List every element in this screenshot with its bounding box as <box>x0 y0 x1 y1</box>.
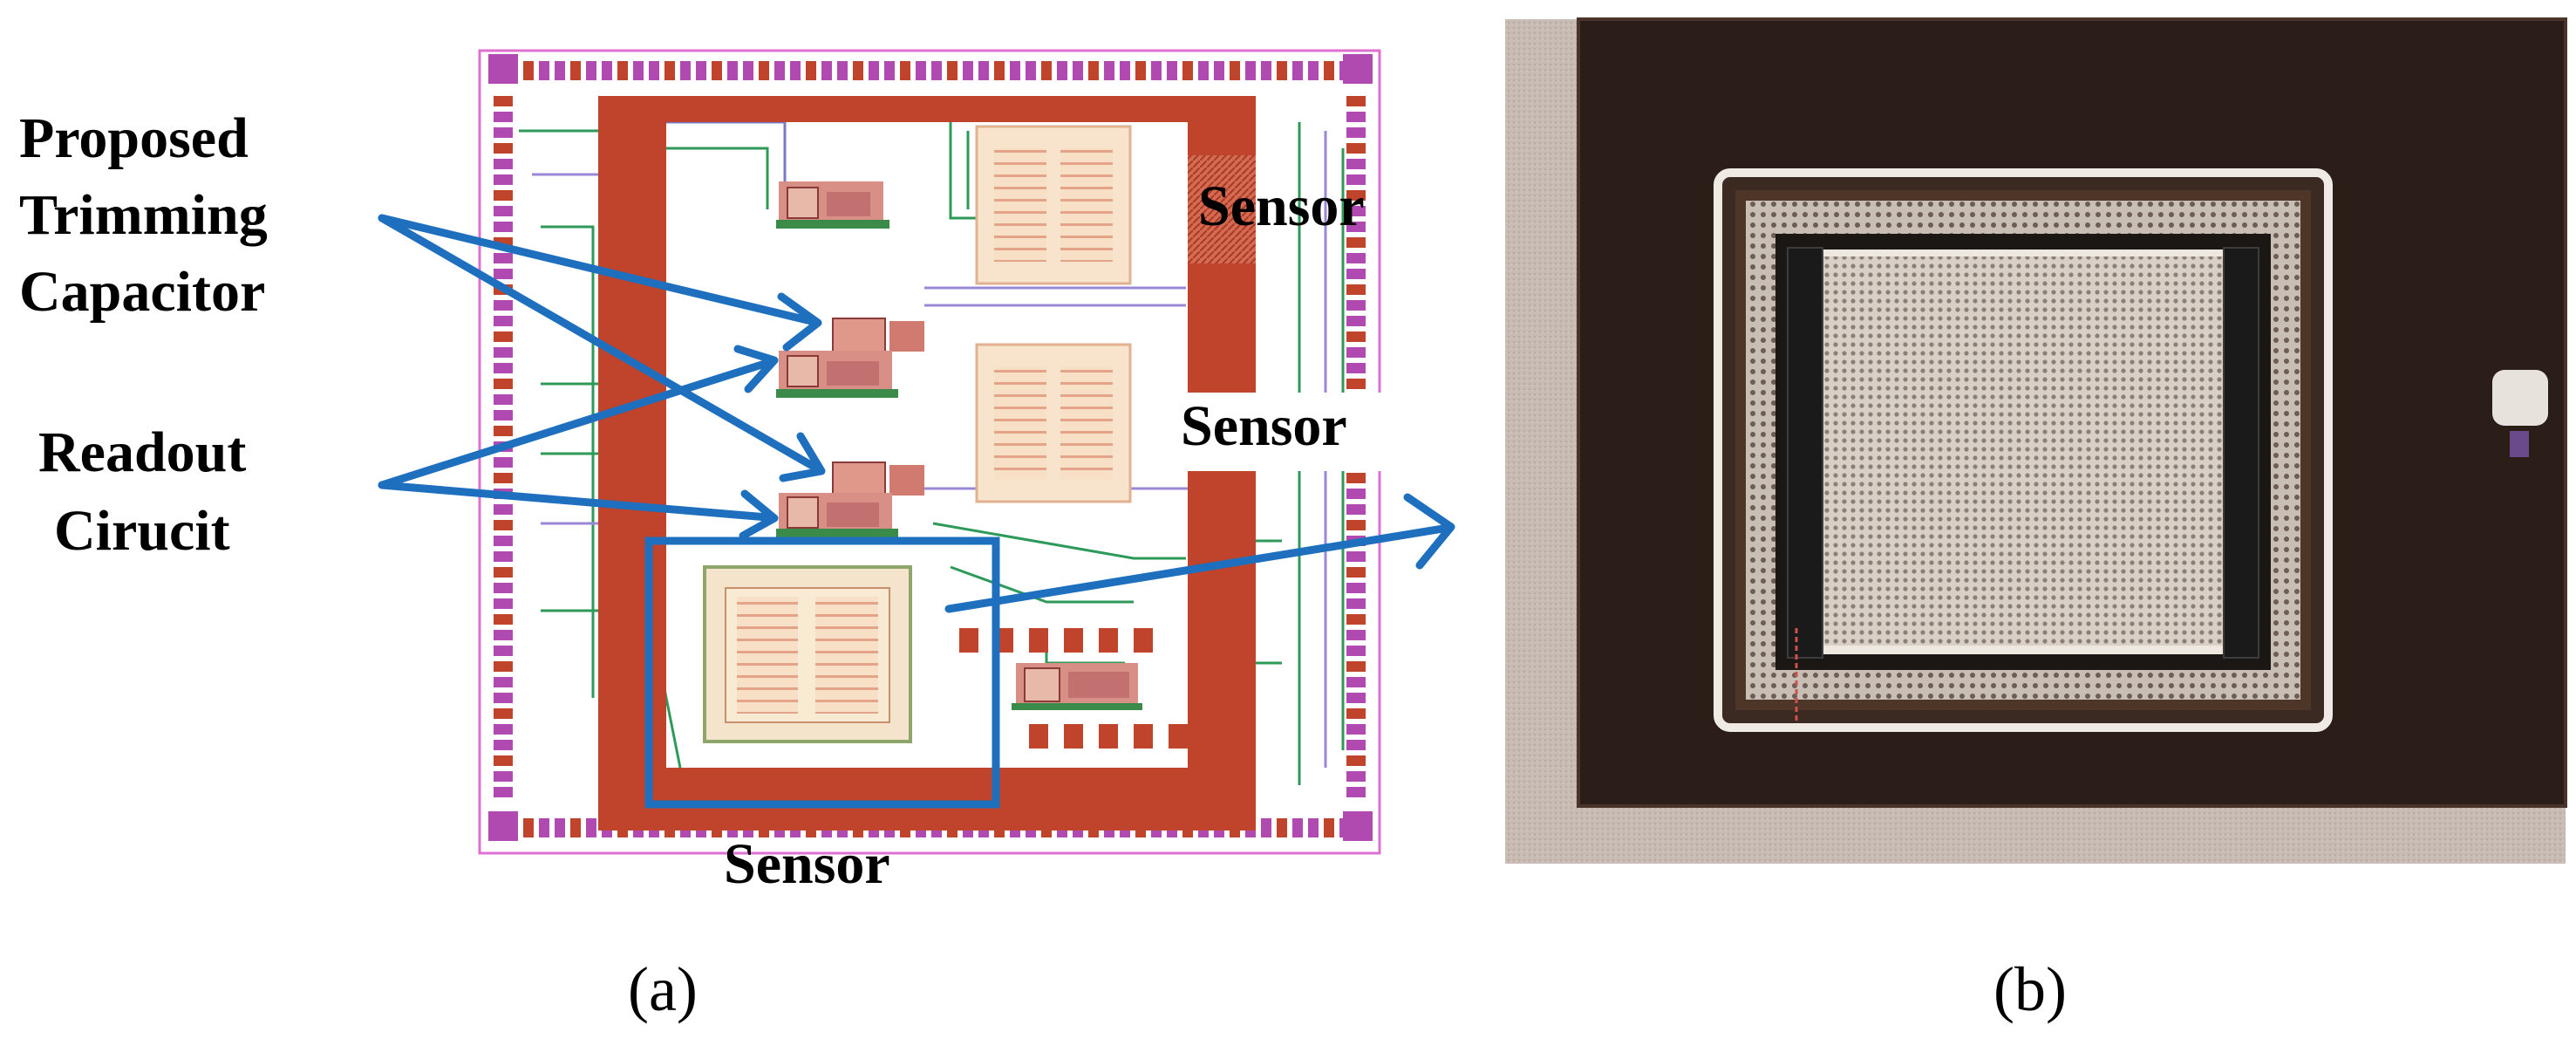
caption-a: (a) <box>628 954 698 1024</box>
arrowheads <box>733 292 1455 570</box>
sensor-highlight-box <box>644 537 1000 809</box>
label-readout-circuit-line1: Readout <box>38 420 246 484</box>
readout-circuit-2 <box>776 351 898 398</box>
die-bond-pad <box>2492 370 2548 426</box>
label-sensor-bottom: Sensor <box>724 832 890 896</box>
label-proposed-trimming-capacitor-line2: Trimming <box>19 183 268 247</box>
readout-circuit-4 <box>1012 663 1142 710</box>
readout-circuit-1 <box>776 181 889 229</box>
sensor-frame-hatched-block <box>1188 155 1256 263</box>
die-photo-panel <box>1505 17 2567 864</box>
label-readout-circuit-line2: Cirucit <box>54 499 230 563</box>
label-proposed-trimming-capacitor-line1: Proposed <box>19 106 249 170</box>
annotation-arrows <box>378 214 1448 613</box>
sensor-mid-label-bg <box>1177 393 1385 471</box>
trimming-capacitor-2 <box>832 461 924 498</box>
sensor-frame <box>598 96 1256 831</box>
label-sensor-top: Sensor <box>1198 174 1365 238</box>
trimming-capacitor-1 <box>832 318 924 354</box>
sensor-array-top <box>975 125 1132 285</box>
label-proposed-trimming-capacitor-line3: Capacitor <box>19 260 265 324</box>
readout-circuit-3 <box>776 493 898 537</box>
label-sensor-middle: Sensor <box>1181 394 1347 458</box>
sensor-array-middle <box>975 343 1132 503</box>
sensor-array-bottom <box>703 565 912 743</box>
caption-b: (b) <box>1993 954 2067 1024</box>
